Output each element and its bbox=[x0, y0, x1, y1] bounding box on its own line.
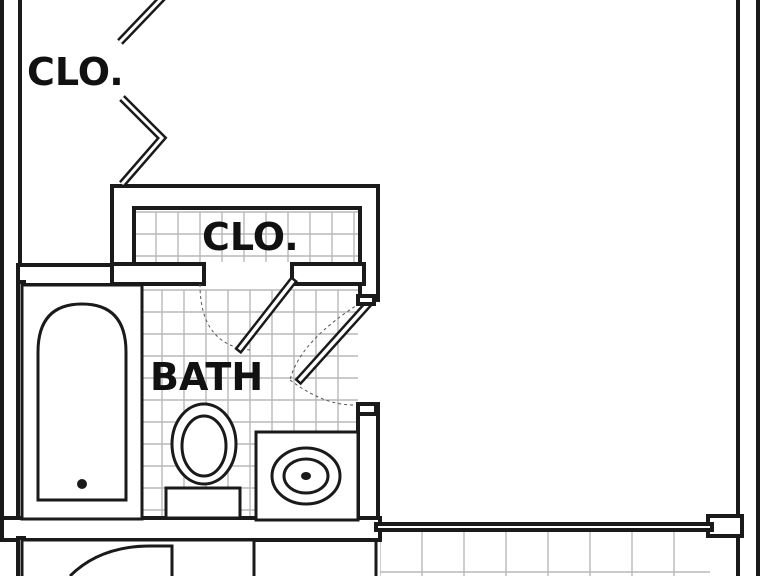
door-stop-upper bbox=[356, 294, 376, 306]
lower-tile-grid bbox=[380, 529, 710, 576]
upper-closet-label: CLO. bbox=[27, 50, 124, 94]
upper-closet-bottom-wall bbox=[16, 263, 120, 287]
upper-closet-bifold-door[interactable] bbox=[117, 0, 168, 187]
lower-divider-wall bbox=[374, 522, 714, 532]
door-swing-2 bbox=[289, 299, 366, 381]
sink-icon bbox=[254, 430, 360, 522]
bath-right-wall bbox=[356, 402, 380, 534]
bath-label: BATH bbox=[150, 355, 263, 399]
toilet-icon bbox=[164, 402, 242, 520]
closet-door-leaf[interactable] bbox=[234, 276, 298, 355]
closet-tile-grid bbox=[134, 211, 358, 262]
closet-lower-wall-right bbox=[290, 262, 366, 286]
right-outer-wall bbox=[736, 0, 760, 576]
lower-fixture-curve bbox=[68, 544, 174, 576]
closet-lower-wall-left bbox=[110, 262, 206, 286]
bathtub-icon bbox=[36, 302, 128, 502]
door-stop-lower bbox=[356, 402, 378, 416]
bath-door-leaf[interactable] bbox=[294, 295, 377, 386]
drain-icon bbox=[77, 479, 87, 489]
bath-closet-label: CLO. bbox=[202, 215, 299, 259]
door-swing-1 bbox=[199, 283, 251, 351]
